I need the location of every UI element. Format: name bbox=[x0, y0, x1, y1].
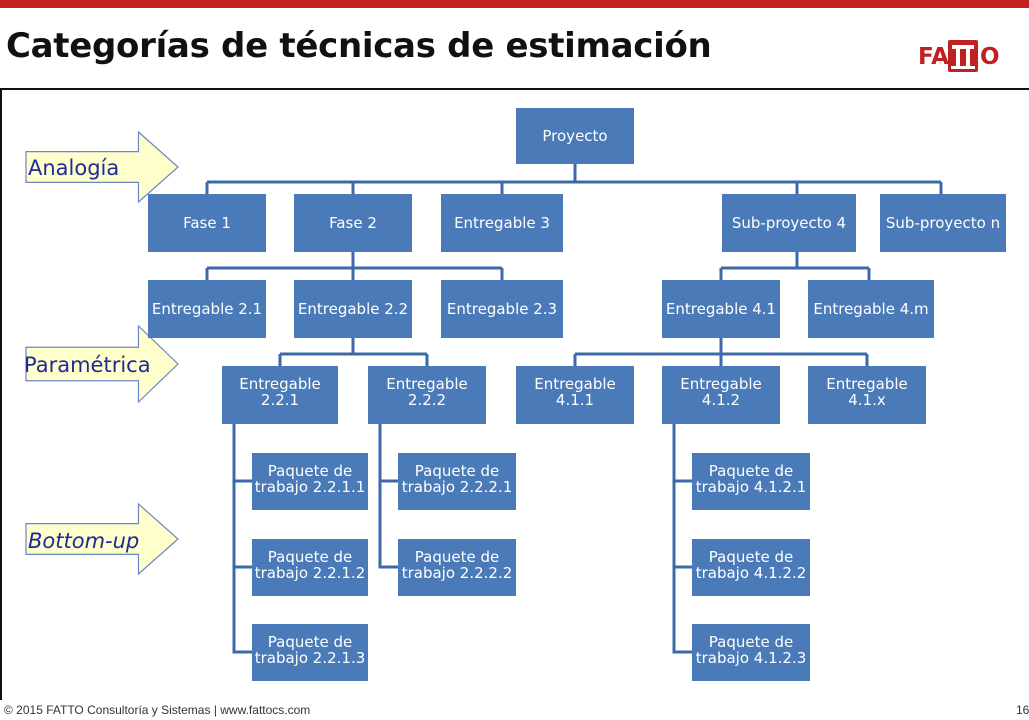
wbs-node-e221-line-1: 2.2.1 bbox=[260, 391, 300, 409]
top-accent-bar bbox=[0, 0, 1029, 8]
wbs-node-p4122-line-1: trabajo 4.1.2.2 bbox=[695, 564, 807, 582]
wbs-node-e22-line-0: Entregable 2.2 bbox=[297, 300, 409, 318]
logo-text-right: O bbox=[980, 44, 1000, 70]
wbs-node-e23-line-0: Entregable 2.3 bbox=[446, 300, 558, 318]
wbs-node-p2211-line-0: Paquete de bbox=[267, 462, 353, 480]
technique-arrow-2 bbox=[25, 502, 179, 576]
wbs-node-e41x-line-0: Entregable bbox=[826, 375, 908, 393]
wbs-node-e23: Entregable 2.3 bbox=[441, 280, 563, 338]
wbs-node-p2222-line-1: trabajo 2.2.2.2 bbox=[401, 564, 513, 582]
wbs-node-root-line-0: Proyecto bbox=[542, 127, 608, 145]
wbs-node-e22: Entregable 2.2 bbox=[294, 280, 412, 338]
wbs-node-e41-line-0: Entregable 4.1 bbox=[665, 300, 777, 318]
wbs-node-ent3-line-0: Entregable 3 bbox=[454, 214, 550, 232]
technique-arrow-1 bbox=[25, 324, 179, 404]
wbs-node-e21: Entregable 2.1 bbox=[148, 280, 266, 338]
wbs-node-e221-line-0: Entregable bbox=[239, 375, 321, 393]
technique-label-1: Paramétrica bbox=[24, 353, 151, 377]
wbs-node-sub4: Sub-proyecto 4 bbox=[722, 194, 856, 252]
wbs-node-p4122-line-0: Paquete de bbox=[708, 548, 794, 566]
wbs-node-p4121-line-0: Paquete de bbox=[708, 462, 794, 480]
wbs-node-p2213-line-1: trabajo 2.2.1.3 bbox=[254, 649, 366, 667]
wbs-node-fase1: Fase 1 bbox=[148, 194, 266, 252]
wbs-node-e222-line-0: Entregable bbox=[386, 375, 468, 393]
technique-label-2: Bottom-up bbox=[28, 529, 140, 553]
wbs-node-fase1-line-0: Fase 1 bbox=[183, 214, 231, 232]
wbs-node-e4m-line-0: Entregable 4.m bbox=[813, 300, 929, 318]
logo-text-left: FA bbox=[918, 44, 949, 70]
wbs-node-e41x-line-1: 4.1.x bbox=[848, 391, 886, 409]
wbs-node-p2212-line-1: trabajo 2.2.1.2 bbox=[254, 564, 366, 582]
wbs-node-p2213-line-0: Paquete de bbox=[267, 633, 353, 651]
wbs-node-p4123-line-0: Paquete de bbox=[708, 633, 794, 651]
wbs-node-ent3: Entregable 3 bbox=[441, 194, 563, 252]
page-number: 16 bbox=[1016, 703, 1029, 717]
wbs-node-p2211-line-1: trabajo 2.2.1.1 bbox=[254, 478, 366, 496]
connector-e412-spine bbox=[672, 424, 692, 654]
wbs-node-e222-line-1: 2.2.2 bbox=[407, 391, 447, 409]
technique-arrow-0 bbox=[25, 130, 179, 204]
wbs-node-p2221-line-1: trabajo 2.2.2.1 bbox=[401, 478, 513, 496]
wbs-node-p2212-line-0: Paquete de bbox=[267, 548, 353, 566]
wbs-node-e4m: Entregable 4.m bbox=[808, 280, 934, 338]
wbs-node-subn-line-0: Sub-proyecto n bbox=[885, 214, 1001, 232]
wbs-node-e411-line-0: Entregable bbox=[534, 375, 616, 393]
title-divider bbox=[0, 88, 1029, 90]
fatto-logo: FA O bbox=[918, 40, 1029, 76]
wbs-node-e412-line-1: 4.1.2 bbox=[701, 391, 741, 409]
connector-e221-spine bbox=[232, 424, 252, 654]
wbs-node-e411-line-1: 4.1.1 bbox=[555, 391, 595, 409]
slide-title: Categorías de técnicas de estimación bbox=[6, 26, 712, 66]
wbs-node-p2221-line-0: Paquete de bbox=[414, 462, 500, 480]
left-border bbox=[0, 90, 2, 700]
technique-label-0: Analogía bbox=[28, 156, 120, 180]
wbs-node-e21-line-0: Entregable 2.1 bbox=[151, 300, 263, 318]
wbs-node-p4121-line-1: trabajo 4.1.2.1 bbox=[695, 478, 807, 496]
footer-copyright: © 2015 FATTO Consultoría y Sistemas | ww… bbox=[4, 703, 311, 717]
wbs-node-root: Proyecto bbox=[516, 108, 634, 164]
wbs-node-e41: Entregable 4.1 bbox=[662, 280, 780, 338]
wbs-node-e412-line-0: Entregable bbox=[680, 375, 762, 393]
wbs-node-p4123-line-1: trabajo 4.1.2.3 bbox=[695, 649, 807, 667]
wbs-node-subn: Sub-proyecto n bbox=[880, 194, 1006, 252]
wbs-node-fase2: Fase 2 bbox=[294, 194, 412, 252]
wbs-node-fase2-line-0: Fase 2 bbox=[329, 214, 377, 232]
wbs-node-sub4-line-0: Sub-proyecto 4 bbox=[731, 214, 847, 232]
logo-tt-mark bbox=[948, 40, 978, 72]
wbs-node-p2222-line-0: Paquete de bbox=[414, 548, 500, 566]
connector-e222-spine bbox=[378, 424, 398, 569]
